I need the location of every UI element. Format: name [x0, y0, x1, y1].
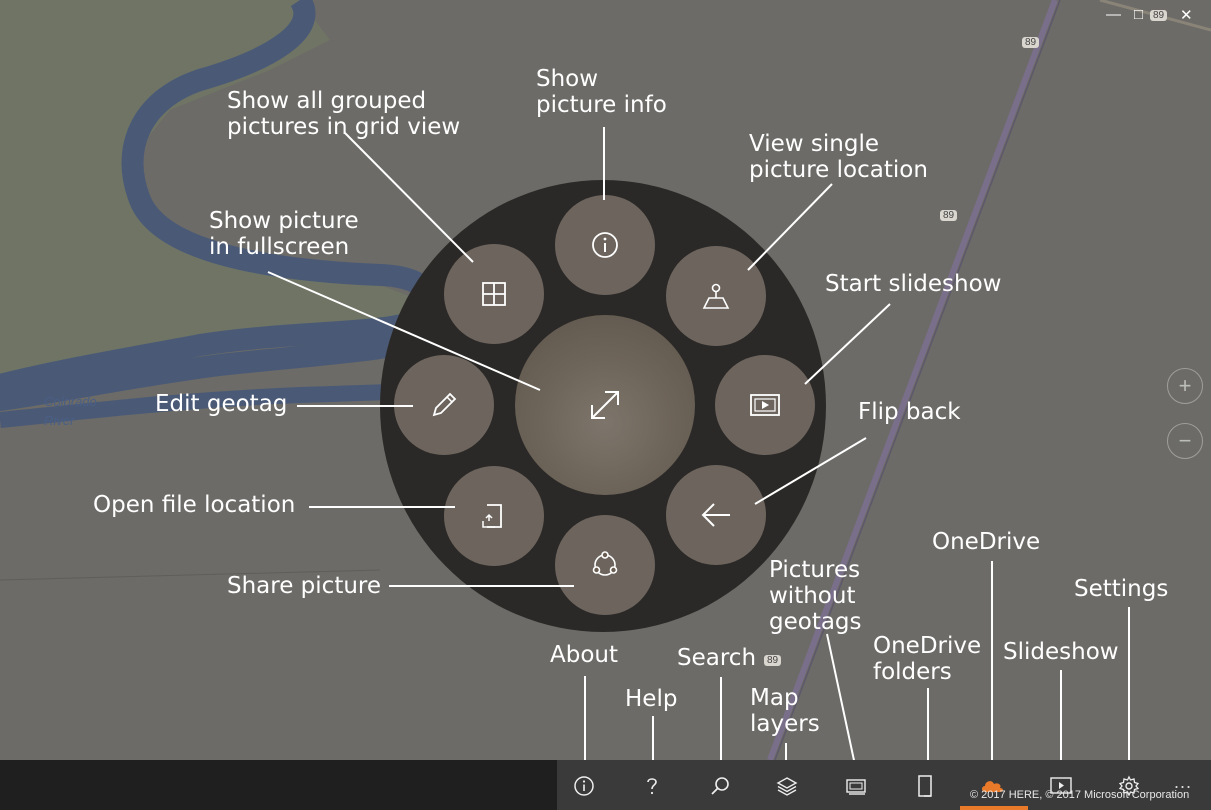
pictures-without-geotags-icon — [846, 779, 866, 795]
expand-icon — [591, 391, 619, 419]
start-slideshow-button[interactable] — [715, 355, 815, 455]
search-icon — [711, 777, 729, 795]
flip-back-button[interactable] — [666, 465, 766, 565]
slideshow-button[interactable] — [1041, 768, 1081, 804]
map-pin-icon — [702, 283, 730, 309]
onedrive-folders-button[interactable] — [905, 768, 945, 804]
search-button[interactable] — [700, 768, 740, 804]
zoom-out-button[interactable]: − — [1167, 423, 1203, 459]
callout-slideshow: Slideshow — [1003, 639, 1119, 665]
help-button[interactable] — [632, 768, 672, 804]
highway-shield: 89 — [764, 655, 782, 666]
highway-shield: 89 — [1022, 37, 1040, 48]
maximize-button[interactable]: □ — [1134, 6, 1144, 23]
callout-onedrive-folders: OneDrive folders — [873, 633, 982, 685]
highway-shield: 89 — [940, 210, 958, 221]
view-location-button[interactable] — [666, 246, 766, 346]
folder-location-icon — [482, 504, 502, 528]
callout-help: Help — [625, 686, 678, 712]
pictures-without-geotags-button[interactable] — [836, 768, 876, 804]
edit-geotag-button[interactable] — [394, 355, 494, 455]
share-picture-button[interactable] — [555, 515, 655, 615]
onedrive-folders-icon — [918, 775, 932, 797]
share-icon — [592, 551, 618, 576]
bottom-toolbar — [557, 760, 1211, 810]
more-button[interactable]: ... — [1174, 772, 1193, 792]
layers-icon — [776, 777, 798, 796]
onedrive-button[interactable] — [972, 768, 1012, 804]
grid-icon — [482, 282, 506, 306]
gear-icon — [1118, 775, 1140, 797]
minimize-button[interactable]: — — [1106, 6, 1121, 23]
about-button[interactable] — [564, 768, 604, 804]
map-label-colorado-river: Colorado River — [44, 394, 97, 428]
close-button[interactable]: ✕ — [1180, 7, 1193, 24]
callout-show-grid: Show all grouped pictures in grid view — [227, 88, 461, 140]
callout-flip-back: Flip back — [858, 399, 961, 425]
callout-share-picture: Share picture — [227, 573, 382, 599]
onedrive-active-indicator — [960, 806, 1028, 810]
callout-settings: Settings — [1074, 576, 1169, 602]
open-file-location-button[interactable] — [444, 466, 544, 566]
grid-view-button[interactable] — [444, 244, 544, 344]
slideshow-icon — [1050, 777, 1072, 794]
picture-info-button[interactable] — [555, 195, 655, 295]
callout-open-file-location: Open file location — [93, 492, 296, 518]
callout-edit-geotag: Edit geotag — [155, 391, 288, 417]
status-bar — [0, 760, 557, 810]
callout-search: Search — [677, 645, 757, 671]
callout-map-layers: Map layers — [750, 685, 820, 737]
zoom-in-button[interactable]: + — [1167, 368, 1203, 404]
pencil-icon — [432, 392, 457, 417]
callout-view-location: View single picture location — [749, 131, 928, 183]
callout-onedrive: OneDrive — [932, 529, 1041, 555]
callout-start-slideshow: Start slideshow — [825, 271, 1002, 297]
highway-shield: 89 — [1150, 10, 1168, 21]
settings-button[interactable] — [1109, 768, 1149, 804]
onedrive-icon — [982, 781, 1003, 792]
slideshow-icon — [750, 394, 780, 416]
fullscreen-button[interactable] — [515, 315, 695, 495]
callout-show-picture-info: Show picture info — [536, 66, 667, 118]
info-icon — [574, 776, 594, 796]
callout-fullscreen: Show picture in fullscreen — [209, 208, 359, 260]
arrow-left-icon — [701, 503, 730, 527]
map-layers-button[interactable] — [767, 768, 807, 804]
info-icon — [592, 232, 618, 258]
callout-pictures-without-geotags: Pictures without geotags — [769, 557, 862, 635]
help-icon — [647, 778, 657, 795]
map-copyright: © 2017 HERE, © 2017 Microsoft Corporatio… — [970, 789, 1190, 801]
callout-about: About — [550, 642, 619, 668]
